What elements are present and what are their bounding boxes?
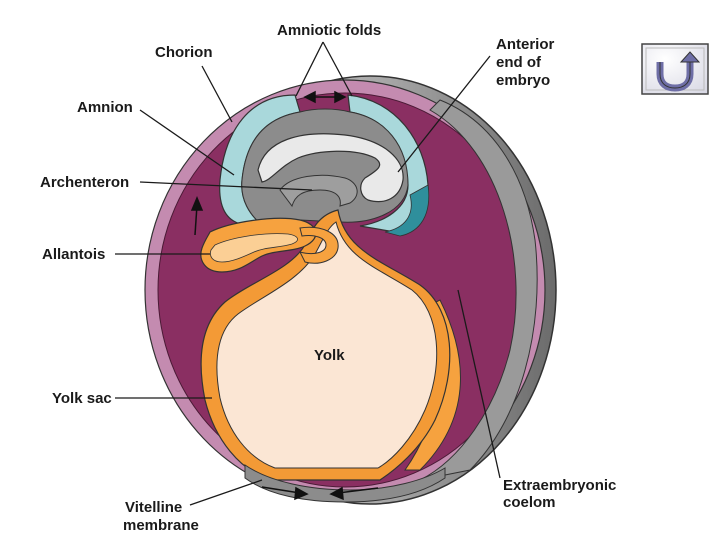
- label-anterior-2: end of: [496, 54, 542, 71]
- leader-lines: [115, 41, 501, 506]
- inner-gray-crescent: [419, 99, 538, 481]
- embryo-body: [257, 133, 404, 203]
- label-amnion: Amnion: [77, 99, 133, 116]
- archenteron-tube: [279, 174, 358, 208]
- label-vitelline-1: Vitelline: [125, 499, 182, 516]
- label-allantois: Allantois: [42, 246, 105, 263]
- u-turn-back-icon: [656, 51, 701, 92]
- diagram-labels: Amniotic folds Chorion Anterior end of e…: [40, 22, 616, 534]
- label-anterior-1: Anterior: [496, 36, 555, 53]
- label-yolk: Yolk: [314, 347, 345, 364]
- label-extraembryonic-1: Extraembryonic: [503, 477, 616, 494]
- label-anterior-3: embryo: [496, 72, 550, 89]
- label-yolk-sac: Yolk sac: [52, 390, 112, 407]
- back-button[interactable]: [641, 43, 709, 95]
- allantois-right-loop: [299, 226, 339, 264]
- yolk: [216, 221, 438, 469]
- label-chorion: Chorion: [155, 44, 213, 61]
- label-extraembryonic-2: coelom: [503, 494, 556, 511]
- label-amniotic-folds: Amniotic folds: [277, 22, 381, 39]
- fold-arrows: [190, 90, 379, 501]
- allantois-inner: [210, 233, 298, 263]
- amnion-dark-edge: [384, 184, 430, 237]
- label-vitelline-2: membrane: [123, 517, 199, 534]
- label-archenteron: Archenteron: [40, 174, 129, 191]
